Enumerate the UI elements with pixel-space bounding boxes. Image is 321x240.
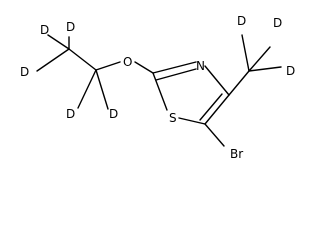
bond-c-c	[68, 48, 97, 71]
bond-s-c	[152, 72, 168, 111]
bond-c-d	[248, 66, 282, 72]
bond-c-s	[178, 117, 206, 125]
atom-label-d: D	[20, 65, 29, 79]
atom-label-br: Br	[230, 147, 243, 161]
atom-label-o: O	[123, 55, 132, 69]
bond-c-d	[95, 69, 109, 110]
bond-c-br	[204, 123, 225, 147]
bond-c-c-double	[199, 93, 223, 121]
bond-c-d	[36, 48, 70, 72]
bond-c-o	[95, 61, 121, 71]
atom-label-d: D	[109, 107, 118, 121]
bond-c-d	[77, 69, 97, 109]
atom-label-group: D D D O D D N S Br D D D	[20, 14, 295, 161]
bond-group	[36, 34, 282, 147]
atom-label-n: N	[196, 59, 205, 73]
molecule-diagram: D D D O D D N S Br D D D	[20, 14, 295, 161]
bond-c-c-double	[204, 94, 230, 125]
atom-label-d: D	[66, 107, 75, 121]
bond-n-c	[204, 65, 230, 96]
bond-c-n-double	[152, 61, 197, 74]
bond-c-d	[248, 46, 271, 72]
bond-c-d	[47, 34, 70, 50]
atom-label-d: D	[286, 64, 295, 78]
bond-c-n-double	[155, 68, 197, 81]
atom-label-d: D	[237, 14, 246, 28]
atom-label-d: D	[273, 16, 282, 30]
bond-c-c	[228, 70, 250, 96]
bond-c-o	[134, 61, 154, 74]
atom-label-s: S	[169, 111, 177, 125]
atom-label-d: D	[66, 20, 75, 34]
bond-c-d	[241, 34, 250, 72]
structure-drawing: D D D O D D N S Br D D D	[20, 14, 295, 161]
atom-label-d: D	[40, 23, 49, 37]
